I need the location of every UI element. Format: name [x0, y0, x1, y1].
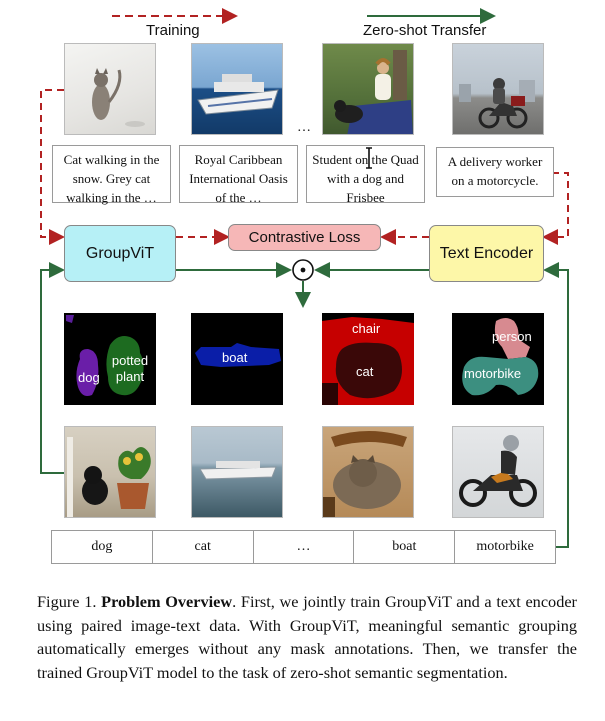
figure-caption-body: . First, we jointly train GroupViT and a… — [37, 592, 577, 682]
mask-label-dog: dog — [78, 370, 100, 385]
text-cursor-icon — [365, 147, 373, 169]
segmentation-mask-dog-plant: dog potted plant — [64, 313, 156, 405]
class-label-motorbike: motorbike — [476, 539, 534, 554]
mask-label-cat: cat — [356, 364, 374, 379]
figure-caption: Figure 1. Problem Overview. First, we jo… — [37, 590, 577, 684]
test-image-motorbike — [452, 426, 544, 518]
training-caption-1: Cat walking in the snow. Grey cat walkin… — [52, 145, 171, 205]
figure-number: Figure 1. — [37, 592, 97, 611]
test-image-boat — [191, 426, 283, 518]
figure-title: Problem Overview — [101, 592, 233, 611]
training-image-student-dog — [322, 43, 414, 135]
training-image-cruise-ship — [191, 43, 283, 135]
class-label-row: dog cat … boat motorbike — [51, 530, 556, 564]
mask-label-boat: boat — [222, 350, 248, 365]
mask-label-chair: chair — [352, 321, 381, 336]
text-encoder-node: Text Encoder — [429, 225, 544, 282]
labels-to-encoder-arrow — [543, 262, 569, 548]
training-caption-3: Student on the Quad with a dog and Frisb… — [306, 145, 425, 205]
training-image-cat-snow — [64, 43, 156, 135]
class-label-cat: cat — [153, 531, 254, 563]
test-images-to-groupvit-arrow — [40, 262, 65, 474]
image-to-groupvit-arrow — [40, 89, 65, 245]
class-label-boat: boat — [354, 531, 456, 563]
test-image-cat-chair — [322, 426, 414, 518]
segmentation-mask-boat: boat — [191, 313, 283, 405]
transfer-caption: A delivery worker on a motorcycle. — [436, 147, 554, 197]
contrastive-loss-node: Contrastive Loss — [228, 224, 381, 251]
mask-label-potted-plant: potted plant — [111, 353, 149, 384]
training-caption-2: Royal Caribbean International Oasis of t… — [179, 145, 298, 205]
test-image-dog-plant — [64, 426, 156, 518]
class-label-dog: dog — [52, 531, 153, 563]
caption-to-encoder-arrow — [542, 172, 569, 245]
segmentation-mask-chair-cat: chair cat — [322, 313, 414, 405]
training-label: Training — [146, 22, 200, 39]
zero-shot-label: Zero-shot Transfer — [363, 22, 487, 39]
class-label-ellipsis: … — [254, 531, 355, 563]
segmentation-mask-person-motorbike: person motorbike — [452, 313, 544, 405]
mask-label-person: person — [492, 329, 532, 344]
mask-label-motorbike: motorbike — [464, 366, 522, 381]
transfer-image-motorcycle — [452, 43, 544, 135]
image-ellipsis: … — [297, 120, 311, 135]
groupvit-node: GroupViT — [64, 225, 176, 282]
